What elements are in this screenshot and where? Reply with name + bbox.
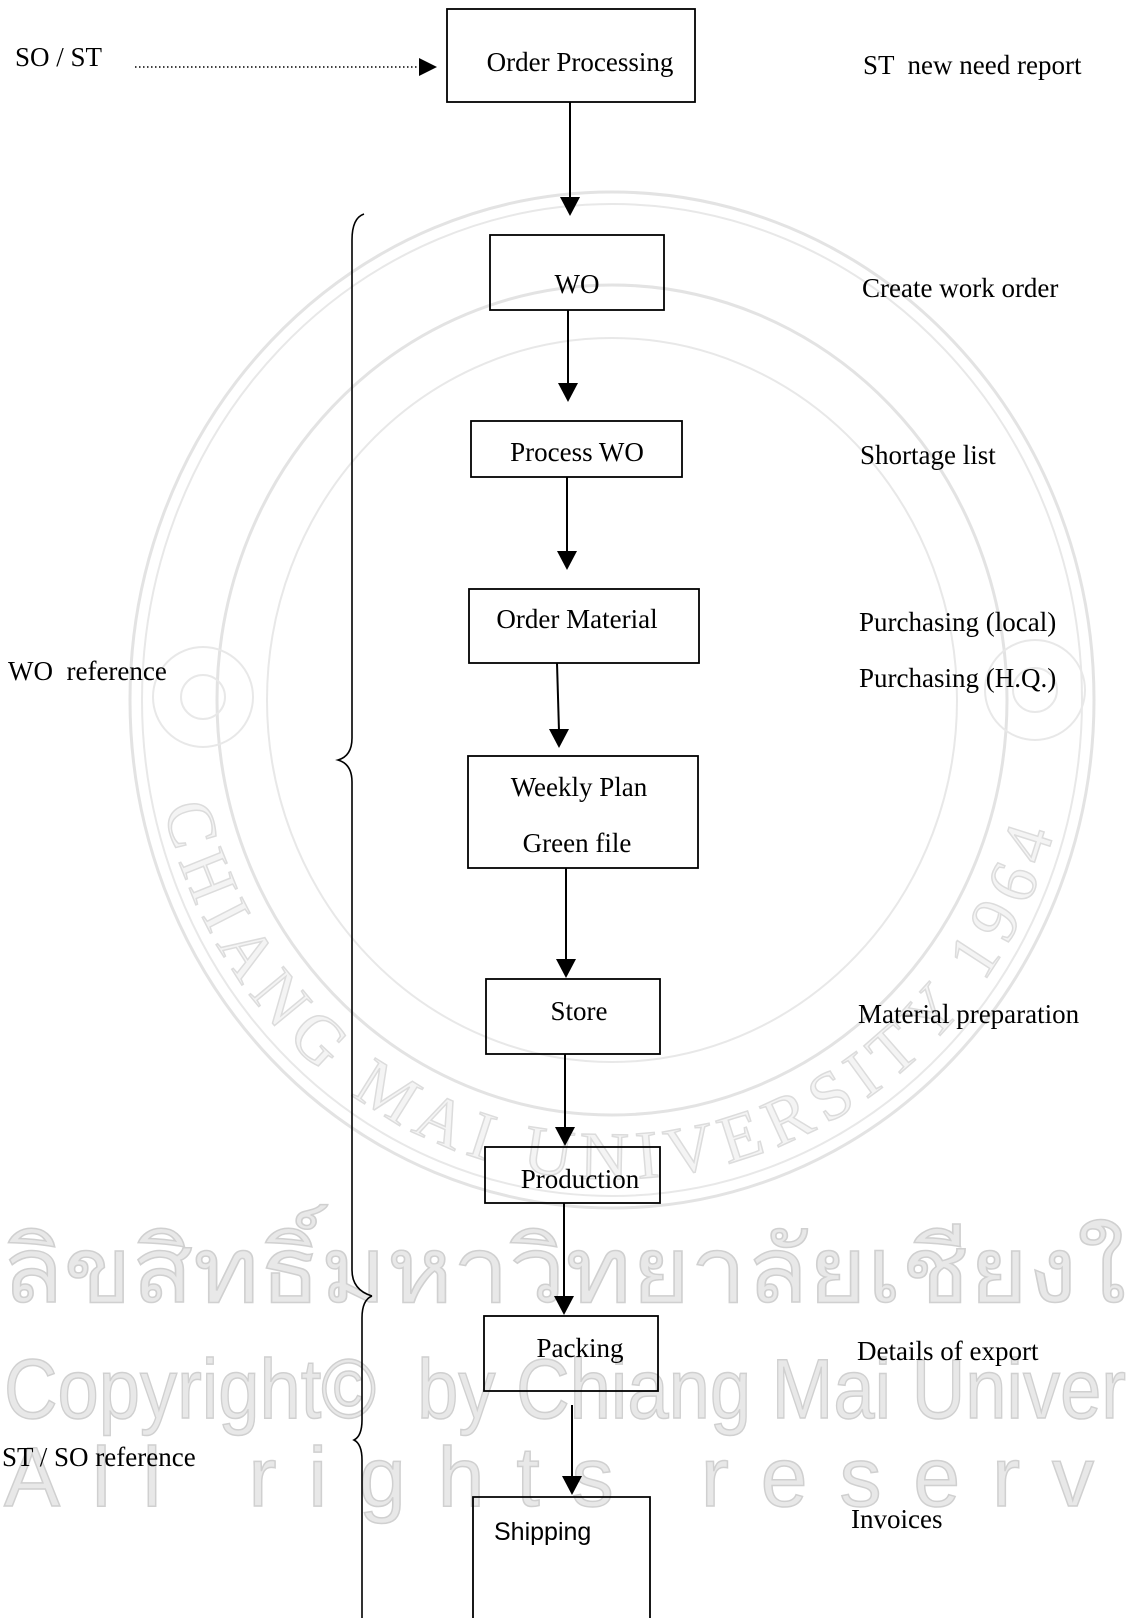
group-label-wo-reference: WO reference: [8, 656, 167, 686]
arrow-weekly-plan-to-store: [556, 868, 576, 978]
step-box: [468, 588, 700, 664]
step-label-line-2: Green file: [523, 828, 632, 858]
note-purchasing-local: Purchasing (local): [859, 607, 1056, 637]
arrow-process-wo-to-order-material: [557, 477, 577, 570]
step-store: Store: [485, 978, 661, 1055]
step-label: WO: [555, 269, 600, 299]
step-label: Order Material: [496, 604, 657, 634]
seal-inner-ring: [266, 337, 958, 1063]
seal-outer-ring: [128, 190, 1096, 1210]
arrow-order-processing-to-wo: [560, 102, 580, 216]
arrow-wo-to-process-wo: [558, 310, 578, 402]
step-order-processing: Order Processing: [446, 8, 696, 103]
arrow-store-to-production: [555, 1054, 575, 1146]
step-production: Production: [484, 1146, 661, 1204]
step-box: [484, 1146, 661, 1204]
seal-band-ring: [215, 283, 1009, 1117]
step-label: Production: [521, 1164, 640, 1194]
group-label-st-so-reference: ST / SO reference: [2, 1442, 196, 1472]
step-box: [483, 1315, 659, 1392]
seal-left-flower-icon: [152, 646, 254, 748]
arrow-packing-to-shipping: [562, 1405, 582, 1495]
step-wo: WO: [489, 234, 665, 311]
seal-outer-ring-inner-line: [141, 203, 1083, 1197]
watermark-copyright-line: Copyright© by Chiang Mai Univer: [4, 1342, 1126, 1436]
source-label: SO / ST: [15, 42, 103, 72]
step-weekly-plan: Weekly Plan Green file: [467, 755, 699, 869]
note-st-new-need-report: ST new need report: [863, 50, 1082, 80]
step-box: [470, 420, 683, 478]
step-label-line-1: Weekly Plan: [511, 772, 648, 802]
note-create-work-order: Create work order: [862, 273, 1058, 303]
wo-reference-brace: [335, 213, 373, 1297]
step-packing: Packing: [483, 1315, 659, 1392]
step-label: Store: [551, 996, 608, 1026]
seal-right-flower-icon: [984, 639, 1086, 741]
arrow-order-material-to-weekly-plan: [549, 662, 569, 748]
step-label: Order Processing: [487, 47, 674, 77]
step-order-material: Order Material: [468, 588, 700, 664]
arrow-production-to-packing: [554, 1203, 574, 1315]
source-dotted-arrow: [135, 58, 437, 76]
st-so-reference-brace: [352, 1295, 373, 1618]
step-box: [485, 978, 661, 1055]
step-box: [489, 234, 665, 311]
step-label: Shipping: [494, 1518, 591, 1546]
step-label: Packing: [537, 1333, 624, 1363]
note-invoices: Invoices: [851, 1504, 942, 1534]
note-shortage-list: Shortage list: [860, 440, 996, 470]
step-box: [467, 755, 699, 869]
step-label: Process WO: [510, 437, 644, 467]
step-shipping: Shipping: [472, 1496, 651, 1618]
step-process-wo: Process WO: [470, 420, 683, 478]
note-purchasing-hq: Purchasing (H.Q.): [859, 663, 1056, 693]
step-box: [472, 1496, 651, 1618]
note-details-of-export: Details of export: [857, 1336, 1039, 1366]
note-material-preparation: Material preparation: [858, 999, 1080, 1029]
